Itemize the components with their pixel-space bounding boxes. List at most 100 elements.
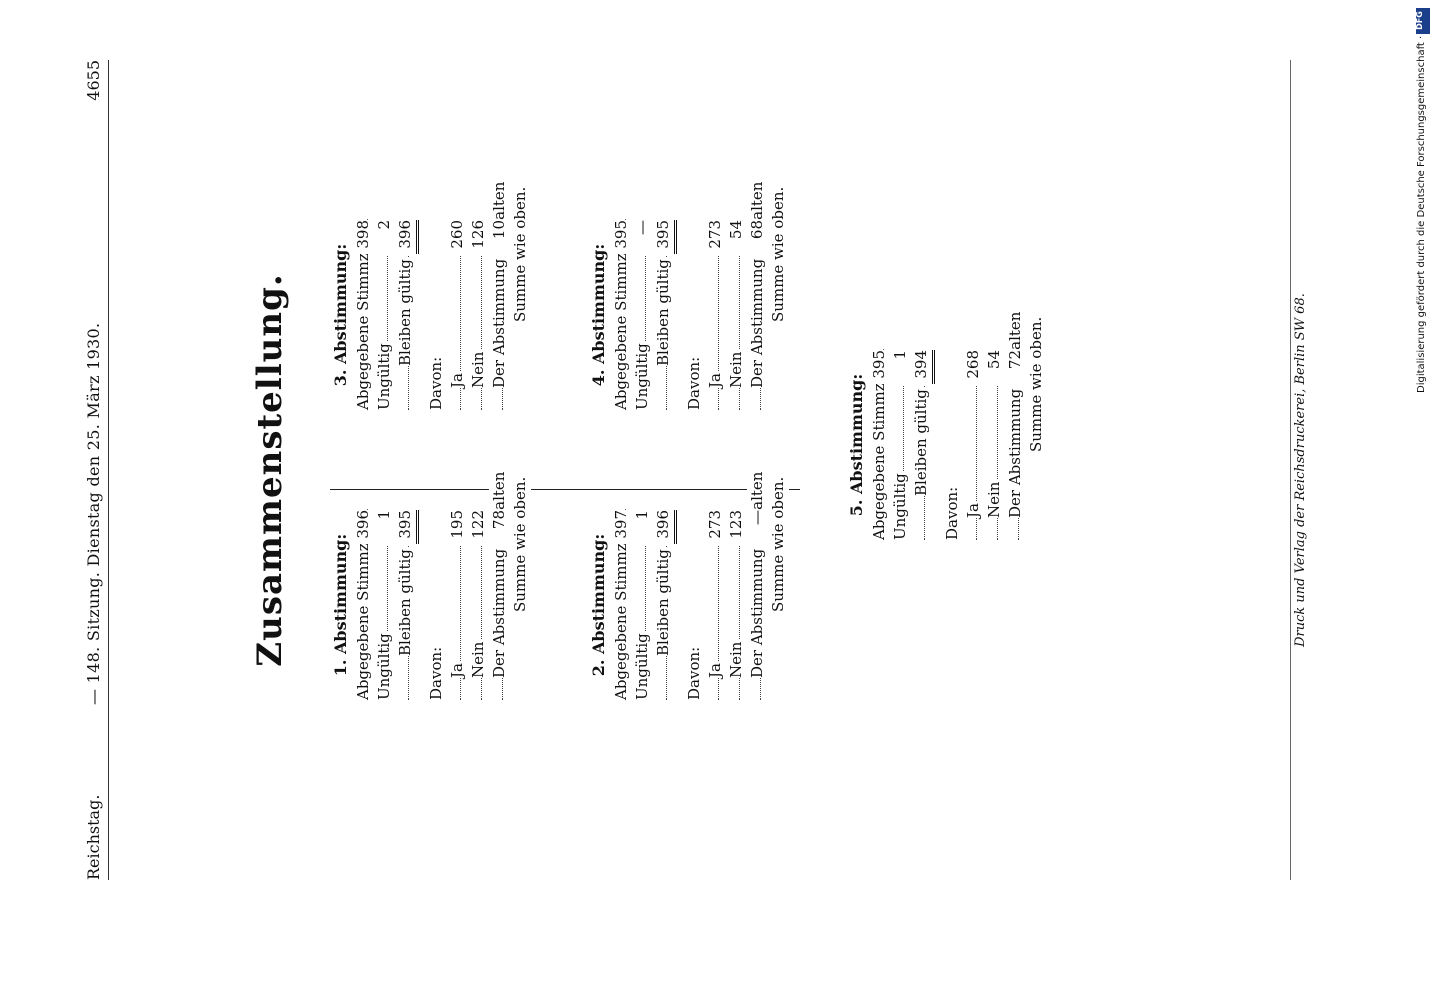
- row-value: 54: [726, 220, 747, 254]
- vote-heading: 1. Abstimmung:: [331, 533, 350, 677]
- row-value: 1: [374, 510, 396, 544]
- row-value: 273: [705, 510, 726, 544]
- row-label: Ja: [963, 501, 984, 518]
- row-label: Der Abstimmung enthalten: [747, 179, 768, 388]
- row-ungueltig: Ungültig 1: [632, 510, 654, 700]
- row-ungueltig: Ungültig 2: [374, 220, 396, 410]
- row-enthalten: Der Abstimmung enthalten 72: [1005, 309, 1027, 540]
- row-value: 195: [447, 510, 468, 544]
- summe-label: Summe wie oben.: [510, 184, 531, 322]
- row-label: Ja: [705, 371, 726, 388]
- row-summe: Summe wie oben.: [768, 184, 789, 410]
- row-label: Ungültig: [374, 341, 395, 410]
- davon-label: Davon:: [943, 486, 961, 540]
- row-abgegeben: Abgegebene Stimmzettel 395: [869, 346, 890, 540]
- row-abgegeben: Abgegebene Stimmzettel 398: [353, 216, 374, 410]
- row-value: 395: [611, 220, 632, 254]
- row-gueltig: Bleiben gültig 395: [653, 220, 677, 410]
- row-label: Ungültig: [890, 471, 911, 540]
- row-value: 123: [726, 510, 747, 544]
- davon-label: Davon:: [427, 356, 445, 410]
- row-value: 2: [374, 220, 396, 254]
- vote-block: 3. Abstimmung: Abgegebene Stimmzettel 39…: [330, 179, 531, 410]
- row-label: Der Abstimmung enthalten: [489, 469, 510, 678]
- row-label: Bleiben gültig: [395, 257, 416, 366]
- row-label: Bleiben gültig: [653, 257, 674, 366]
- davon-label: Davon:: [427, 646, 445, 700]
- row-label: Bleiben gültig: [911, 387, 932, 496]
- row-label: Nein: [468, 639, 489, 678]
- dfg-sidebar: Digitalisierung gefördert durch die Deut…: [1414, 8, 1430, 393]
- row-nein: Nein 126: [468, 220, 489, 410]
- row-nein: Nein 54: [726, 220, 747, 410]
- row-label: Nein: [726, 349, 747, 388]
- row-label: Ja: [447, 661, 468, 678]
- row-value: 268: [963, 350, 984, 384]
- row-enthalten: Der Abstimmung enthalten 10: [489, 179, 511, 410]
- row-label: Ungültig: [632, 341, 653, 410]
- row-label: Nein: [726, 639, 747, 678]
- row-value: 78: [489, 510, 511, 544]
- row-gueltig: Bleiben gültig 396: [653, 510, 677, 700]
- row-abgegeben: Abgegebene Stimmzettel 395: [611, 216, 632, 410]
- page-header: Reichstag. — 148. Sitzung. Dienstag den …: [80, 60, 108, 880]
- row-label: Der Abstimmung enthalten: [489, 179, 510, 388]
- row-gueltig: Bleiben gültig 396: [395, 220, 419, 410]
- row-value: 396: [395, 220, 419, 254]
- vote-block: 1. Abstimmung: Abgegebene Stimmzettel 39…: [330, 469, 531, 700]
- row-summe: Summe wie oben.: [1026, 314, 1047, 540]
- summe-label: Summe wie oben.: [768, 184, 789, 322]
- row-ungueltig: Ungültig 1: [374, 510, 396, 700]
- row-value: 398: [353, 220, 374, 254]
- row-value: 10: [489, 220, 511, 254]
- dfg-logo-text: DFG: [1414, 11, 1424, 30]
- row-value: 54: [984, 350, 1005, 384]
- row-label: Bleiben gültig: [395, 547, 416, 656]
- row-enthalten: Der Abstimmung enthalten 68: [747, 179, 769, 410]
- vote-heading: 2. Abstimmung:: [589, 533, 608, 677]
- dfg-logo-icon: DFG: [1414, 8, 1430, 34]
- row-nein: Nein 54: [984, 350, 1005, 540]
- row-value: 273: [705, 220, 726, 254]
- row-gueltig: Bleiben gültig 394: [911, 350, 935, 540]
- row-label: Der Abstimmung enthalten: [747, 469, 768, 678]
- vote-heading: 3. Abstimmung:: [331, 243, 350, 387]
- vote-block: 2. Abstimmung: Abgegebene Stimmzettel 39…: [588, 469, 789, 700]
- column-divider: [330, 489, 800, 490]
- row-summe: Summe wie oben.: [510, 184, 531, 410]
- row-summe: Summe wie oben.: [768, 474, 789, 700]
- page-footer: Druck und Verlag der Reichsdruckerei, Be…: [1293, 293, 1308, 647]
- row-enthalten: Der Abstimmung enthalten —: [747, 469, 769, 700]
- row-ungueltig: Ungültig —: [632, 220, 654, 410]
- row-value: 260: [447, 220, 468, 254]
- row-label: Bleiben gültig: [653, 547, 674, 656]
- row-nein: Nein 123: [726, 510, 747, 700]
- row-label: Nein: [984, 479, 1005, 518]
- row-ja: Ja 273: [705, 510, 726, 700]
- row-value: 122: [468, 510, 489, 544]
- row-value: —: [632, 220, 654, 254]
- row-value: 396: [353, 510, 374, 544]
- davon-label: Davon:: [685, 646, 703, 700]
- row-value: 397: [611, 510, 632, 544]
- davon-label: Davon:: [685, 356, 703, 410]
- row-gueltig: Bleiben gültig 395: [395, 510, 419, 700]
- row-value: 68: [747, 220, 769, 254]
- row-abgegeben: Abgegebene Stimmzettel 396: [353, 506, 374, 700]
- row-value: 395: [653, 220, 677, 254]
- row-ja: Ja 260: [447, 220, 468, 410]
- summe-label: Summe wie oben.: [768, 474, 789, 612]
- vote-block: 5. Abstimmung: Abgegebene Stimmzettel 39…: [846, 309, 1047, 540]
- footer-rule: [1290, 60, 1291, 880]
- row-value: 1: [890, 350, 912, 384]
- row-value: 396: [653, 510, 677, 544]
- vote-heading: 5. Abstimmung:: [847, 373, 866, 517]
- row-value: 394: [911, 350, 935, 384]
- summe-label: Summe wie oben.: [1026, 314, 1047, 452]
- row-label: Der Abstimmung enthalten: [1005, 309, 1026, 518]
- vote-block: 4. Abstimmung: Abgegebene Stimmzettel 39…: [588, 179, 789, 410]
- row-value: 126: [468, 220, 489, 254]
- row-value: 395: [395, 510, 419, 544]
- row-ja: Ja 273: [705, 220, 726, 410]
- summe-label: Summe wie oben.: [510, 474, 531, 612]
